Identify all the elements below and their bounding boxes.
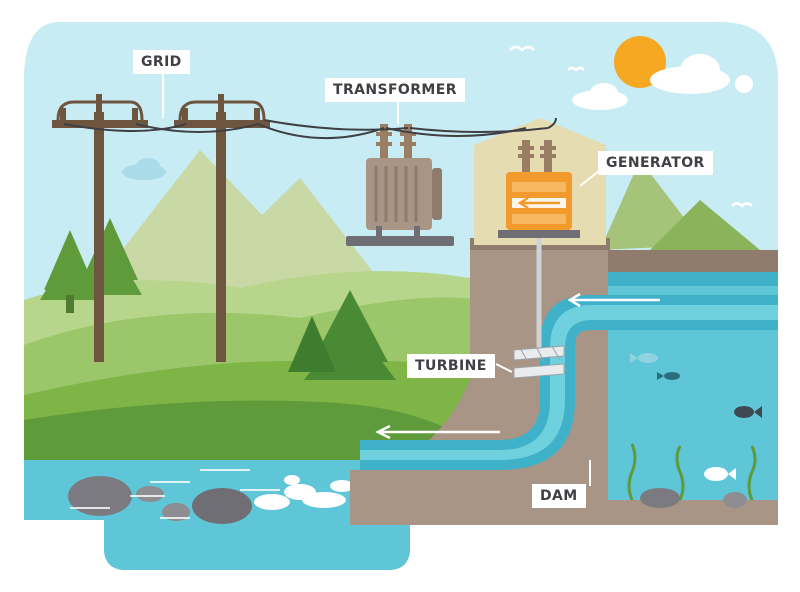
transformer-label: TRANSFORMER: [325, 78, 465, 102]
generator-arrow: [517, 196, 560, 210]
rock: [723, 492, 747, 508]
mountain-right-2: [650, 200, 760, 250]
reservoir-back: [608, 250, 778, 272]
cloud-icon: [650, 54, 753, 94]
fish-icon: [630, 353, 658, 363]
fish-icon: [657, 372, 680, 380]
power-lines: [63, 117, 557, 139]
label-pointers: [162, 70, 601, 486]
bird-icon: [567, 66, 585, 72]
water-ripples: [70, 469, 280, 519]
turbine-icon: [513, 345, 565, 379]
power-pole: [174, 94, 270, 362]
seaweed-icon: [627, 443, 757, 501]
cloud-icon: [122, 158, 166, 180]
dam-label: DAM: [532, 484, 586, 508]
bird-icon: [509, 45, 535, 52]
power-pole: [52, 94, 148, 362]
fish-icon: [704, 467, 736, 481]
river-lower: [104, 520, 410, 570]
insulator-icon: [518, 140, 556, 172]
fish-icon: [734, 406, 762, 418]
rock: [640, 488, 680, 508]
cloud-icon: [572, 83, 628, 110]
grid-label: GRID: [133, 50, 190, 74]
tree-icon: [288, 316, 336, 372]
flow-arrow-bottom: [375, 424, 500, 440]
generator-label: GENERATOR: [598, 151, 713, 175]
hill-dark: [24, 400, 450, 470]
turbine-label: TURBINE: [407, 354, 495, 378]
splash: [254, 475, 354, 510]
penstock: [360, 295, 778, 470]
generator-house-roof: [474, 118, 606, 145]
rocks: [68, 476, 252, 524]
bird-icon: [731, 202, 753, 208]
flow-arrow-top: [567, 292, 660, 308]
reservoir-surface: [608, 272, 778, 286]
transformer-icon: [346, 124, 454, 246]
